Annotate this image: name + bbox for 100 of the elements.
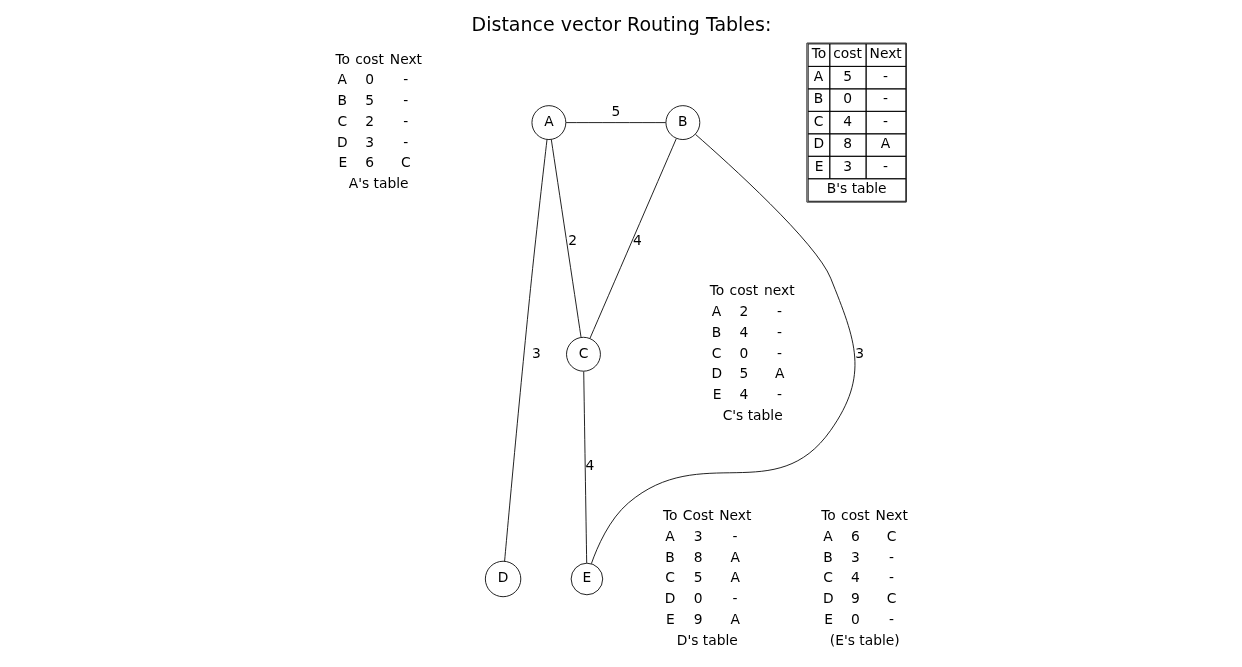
label: - — [776, 344, 782, 361]
label: 3 — [842, 157, 852, 174]
label: To — [811, 45, 826, 62]
label: To — [334, 50, 350, 67]
label: 4 — [850, 569, 860, 586]
edge-label: 4 — [632, 232, 642, 249]
label: C — [886, 590, 897, 607]
label: 0 — [693, 590, 702, 607]
label: Next — [389, 50, 422, 67]
label: A — [729, 548, 740, 565]
label: To — [709, 282, 724, 299]
label: 0 — [738, 344, 748, 361]
label: E — [337, 154, 347, 171]
label: B — [813, 90, 823, 107]
label: A — [729, 610, 740, 627]
label: C — [711, 344, 721, 361]
label: A — [774, 365, 784, 382]
label: E — [814, 157, 823, 174]
label: A — [729, 569, 740, 586]
label: E — [823, 610, 833, 627]
label: 8 — [693, 548, 702, 565]
label: 6 — [364, 154, 374, 171]
label: 5 — [738, 365, 748, 382]
label: B — [337, 92, 347, 109]
label: E — [665, 610, 675, 627]
label: 5 — [364, 92, 374, 109]
label: 5 — [842, 67, 852, 84]
edge-label: 2 — [567, 232, 577, 249]
label: D — [664, 590, 675, 607]
label: cost — [832, 45, 862, 62]
label: - — [888, 569, 894, 586]
label: Cost — [682, 507, 714, 524]
label: B — [822, 548, 833, 565]
label: C — [886, 527, 897, 544]
label: 3 — [850, 548, 860, 565]
label: - — [402, 112, 408, 129]
label: - — [882, 67, 888, 84]
label: 2 — [364, 112, 374, 129]
label: A — [880, 135, 890, 152]
label: 9 — [850, 590, 860, 607]
diagram-title: Distance vector Routing Tables: — [471, 12, 771, 35]
label: D — [710, 365, 722, 382]
label: - — [402, 133, 408, 150]
label: 8 — [842, 135, 852, 152]
label: Next — [718, 507, 751, 524]
label: 0 — [850, 610, 860, 627]
label: C's table — [722, 406, 783, 423]
label: 3 — [693, 527, 702, 544]
label: next — [763, 282, 795, 299]
label: - — [776, 303, 782, 320]
label: A — [664, 527, 675, 544]
label: B's table — [826, 180, 887, 197]
label: cost — [354, 50, 384, 67]
label: cost — [729, 282, 758, 299]
label: - — [882, 157, 888, 174]
label: - — [732, 590, 738, 607]
label: A — [711, 303, 721, 320]
label: C — [822, 569, 833, 586]
label: C — [400, 154, 411, 171]
label: - — [776, 323, 782, 340]
label: C — [664, 569, 675, 586]
label: To — [662, 507, 678, 524]
edge-label: 3 — [531, 344, 541, 361]
label: (E's table) — [829, 631, 900, 648]
edge-label: 3 — [854, 344, 864, 361]
label: 5 — [693, 569, 702, 586]
label: cost — [840, 507, 870, 524]
label: A — [822, 527, 833, 544]
label: A's table — [348, 175, 409, 192]
edge-label: 4 — [585, 456, 594, 473]
label: A — [337, 71, 347, 88]
label: - — [882, 90, 888, 107]
label: 0 — [842, 90, 852, 107]
label: - — [776, 386, 782, 403]
label: D — [812, 135, 824, 152]
label: 2 — [738, 303, 748, 320]
label: D's table — [676, 631, 738, 648]
label: D — [822, 590, 834, 607]
label: 4 — [738, 386, 748, 403]
label: - — [888, 548, 894, 565]
label: C — [337, 112, 347, 129]
label: Next — [869, 45, 902, 62]
label: - — [882, 112, 888, 129]
label: - — [402, 92, 408, 109]
label: 0 — [364, 71, 374, 88]
label: B — [664, 548, 675, 565]
label: 4 — [738, 323, 748, 340]
label: - — [732, 527, 738, 544]
label: 3 — [364, 133, 374, 150]
label: D — [336, 133, 348, 150]
label: A — [813, 67, 823, 84]
label: - — [888, 610, 894, 627]
label: C — [813, 112, 823, 129]
label: 9 — [693, 610, 702, 627]
label: Next — [875, 507, 908, 524]
edge-label: 5 — [610, 102, 620, 119]
label: 4 — [842, 112, 852, 129]
label: E — [712, 386, 721, 403]
label: B — [711, 323, 721, 340]
label: To — [820, 507, 836, 524]
